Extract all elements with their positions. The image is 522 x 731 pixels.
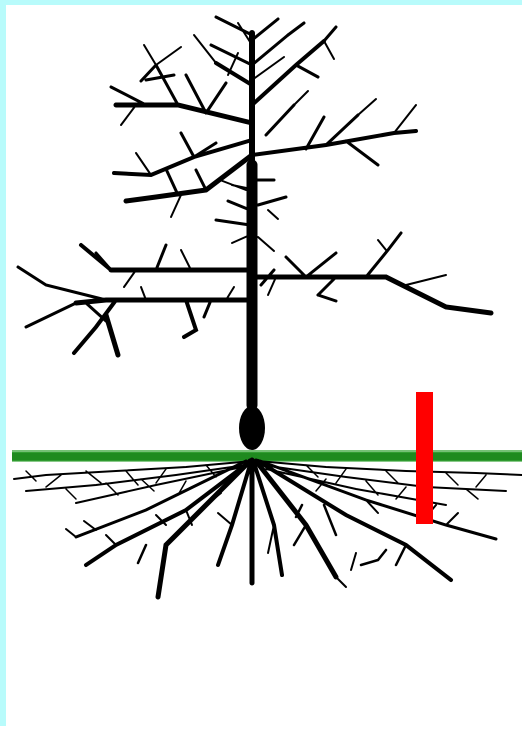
mid-right-branch: [252, 131, 416, 155]
tree-diagram: [6, 5, 522, 731]
scaffold-right: [252, 277, 491, 313]
depth-marker-bar: [416, 392, 433, 524]
root-system: [14, 460, 522, 597]
tree-canopy: [18, 17, 491, 405]
graft-union: [239, 406, 265, 450]
upper-left-branch: [116, 105, 252, 123]
ground-line: [12, 450, 522, 462]
